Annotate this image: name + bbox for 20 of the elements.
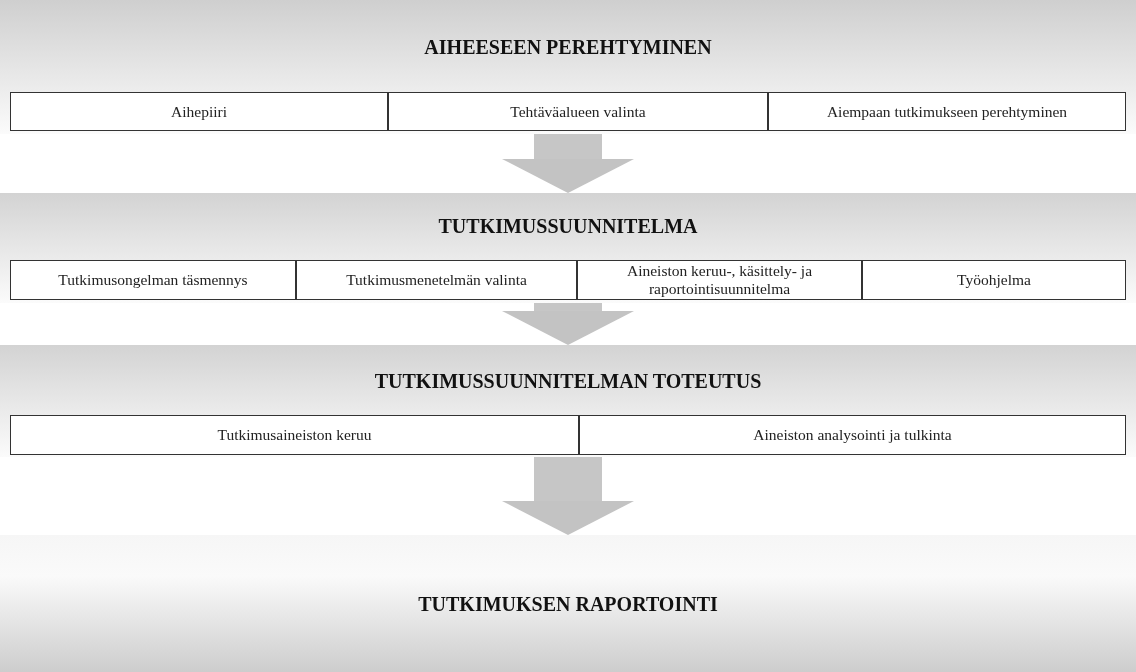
step-box: Aineiston keruu-, käsittely- ja raportointisuunnitelma [577, 260, 862, 300]
down-arrow [502, 134, 634, 193]
step-box: Tutkimusmenetelmän valinta [296, 260, 577, 300]
step-box: Tutkimusaineiston keruu [10, 415, 579, 455]
step-box: Aiempaan tutkimukseen perehtyminen [768, 92, 1126, 131]
step-box: Aineiston analysointi ja tulkinta [579, 415, 1126, 455]
stage-heading: TUTKIMUSSUUNNITELMA [437, 215, 699, 238]
stage-band [0, 193, 1136, 303]
stage-band [0, 0, 1136, 134]
stage-heading: AIHEESEEN PEREHTYMINEN [423, 36, 713, 59]
step-box: Työohjelma [862, 260, 1126, 300]
step-box: Aihepiiri [10, 92, 388, 131]
stage-band [0, 345, 1136, 457]
down-arrow [502, 457, 634, 535]
down-arrow [502, 303, 634, 345]
step-box: Tehtäväalueen valinta [388, 92, 768, 131]
stage-heading: TUTKIMUSSUUNNITELMAN TOTEUTUS [373, 370, 763, 393]
stage-band [0, 535, 1136, 672]
step-box: Tutkimusongelman täsmennys [10, 260, 296, 300]
stage-heading: TUTKIMUKSEN RAPORTOINTI [417, 593, 719, 616]
